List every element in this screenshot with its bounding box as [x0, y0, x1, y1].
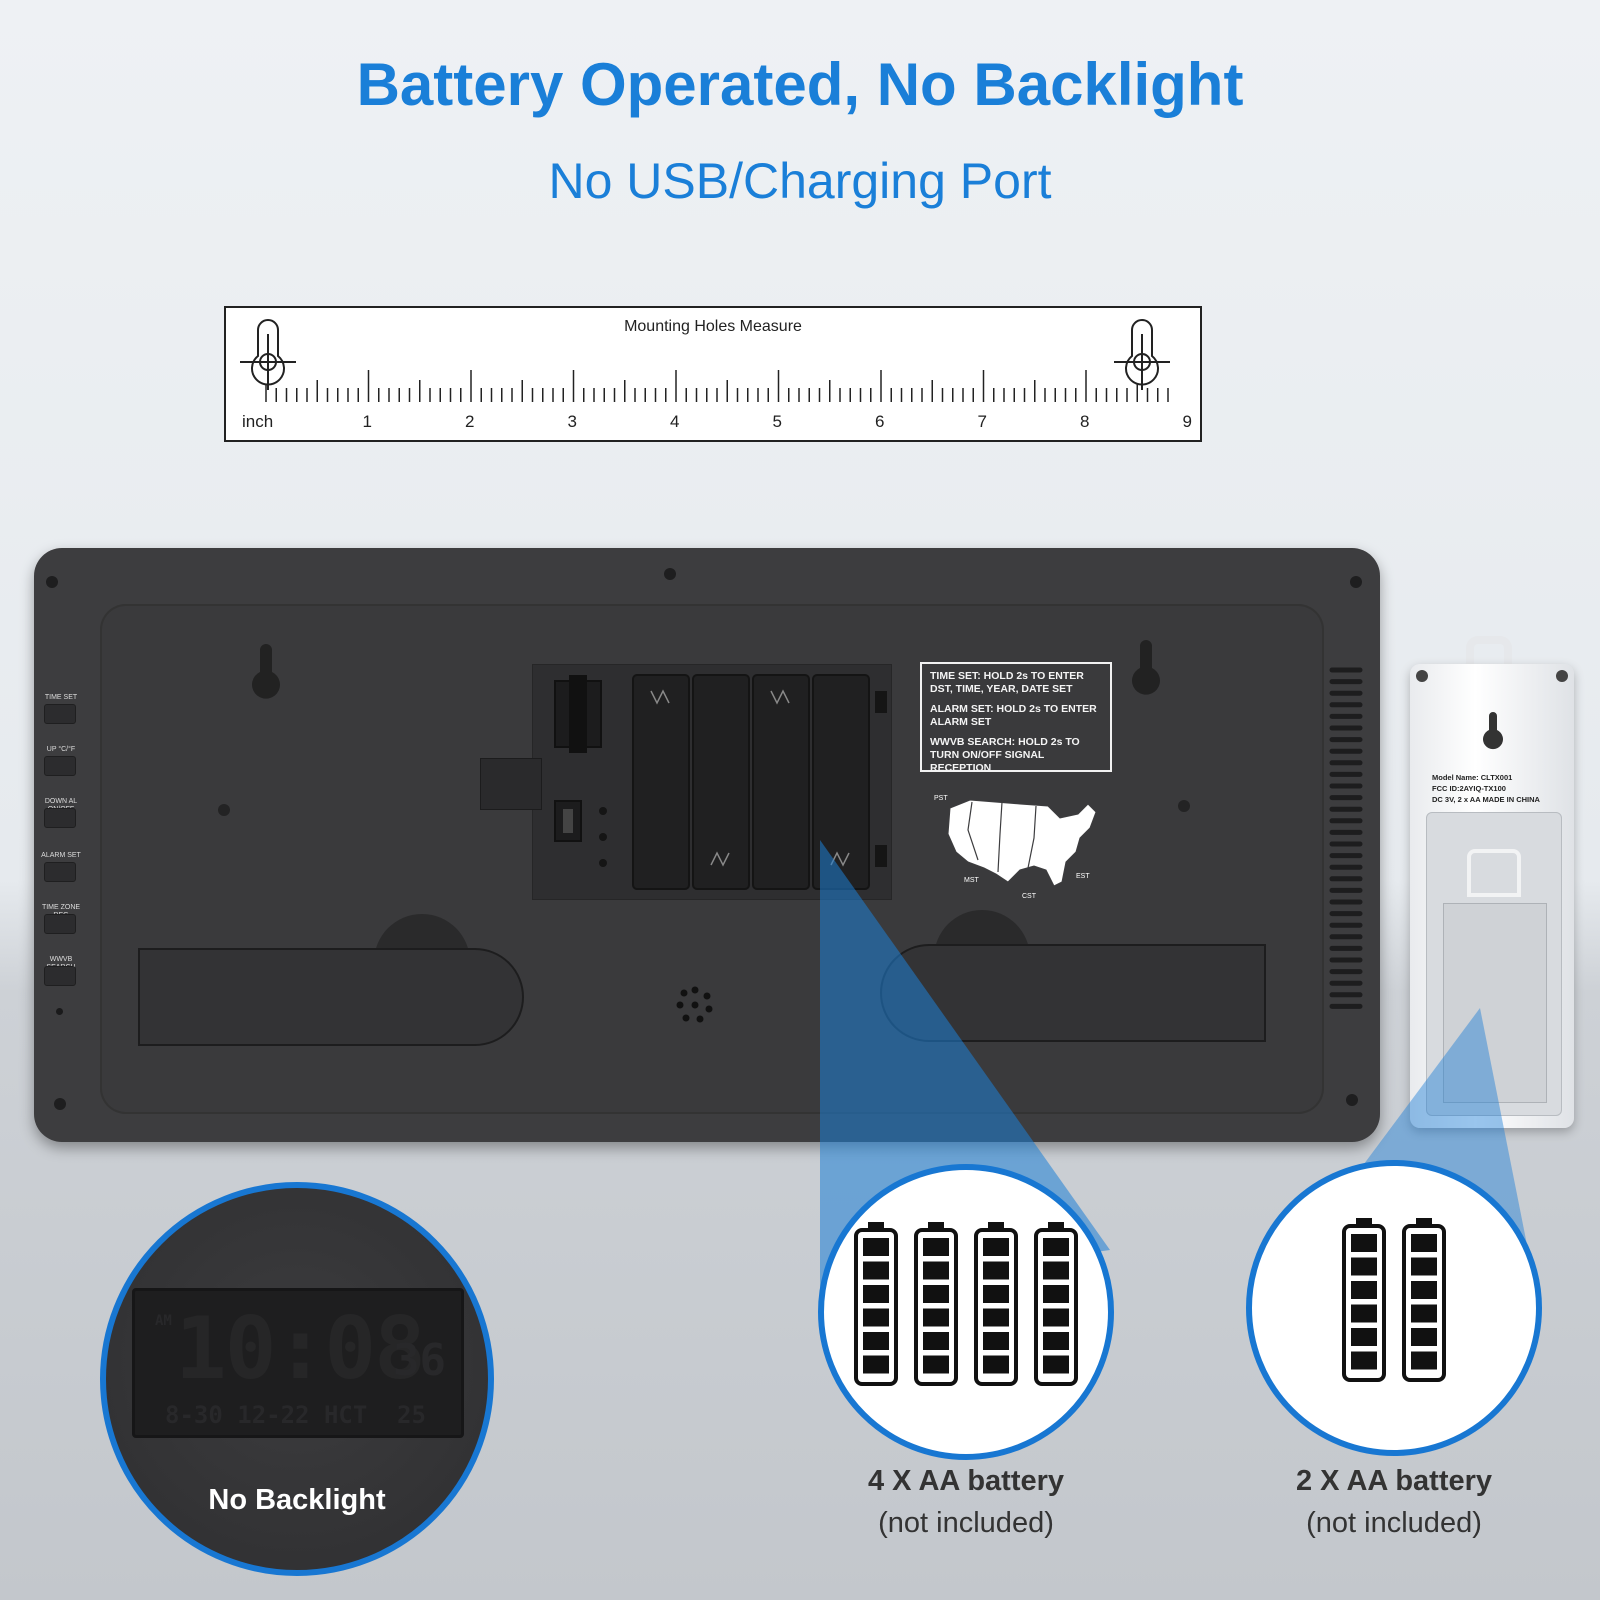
side-button[interactable] — [44, 808, 76, 828]
zone-label-mst: MST — [964, 877, 980, 884]
side-button[interactable] — [44, 862, 76, 882]
ruler-scale — [240, 319, 1170, 402]
side-button[interactable] — [44, 966, 76, 986]
sensor-fcc: FCC ID:2AYIQ-TX100 — [1432, 784, 1506, 793]
ruler-tick-label: 6 — [875, 412, 885, 431]
ruler-unit: inch — [242, 412, 274, 431]
side-button-label: TIME SET — [44, 694, 78, 701]
side-button[interactable] — [44, 756, 76, 776]
wall-keyhole-left-icon — [252, 644, 280, 699]
screw-icon — [1178, 800, 1190, 812]
no-backlight-label: No Backlight — [208, 1484, 386, 1516]
screw-icon — [46, 576, 58, 588]
button-instructions: TIME SET: HOLD 2s TO ENTER DST, TIME, YE… — [920, 662, 1112, 774]
kickstand-left[interactable] — [138, 948, 524, 1046]
us-timezone-map-icon: PST MST CST EST — [934, 795, 1097, 900]
sensor-battery-compartment — [1426, 812, 1562, 1116]
aa-battery-icon — [1034, 1222, 1078, 1386]
lcd-time: 10:08 — [175, 1299, 426, 1399]
side-button[interactable] — [44, 914, 76, 934]
keyhole-right-icon — [1114, 319, 1170, 390]
sensor-model: Model Name: CLTX001 — [1432, 773, 1513, 782]
ruler-tick-label: 3 — [567, 412, 577, 431]
screw-icon — [1416, 670, 1428, 682]
wall-keyhole-right-icon — [1132, 640, 1160, 695]
screw-icon — [1350, 576, 1362, 588]
screw-icon — [1346, 1094, 1358, 1106]
aa-battery-icon — [974, 1222, 1018, 1386]
lcd-am: AM — [155, 1313, 172, 1329]
kickstand-right[interactable] — [880, 944, 1266, 1042]
battery-2-icons — [1342, 1218, 1446, 1382]
remote-sensor — [1410, 664, 1574, 1128]
screw-icon — [54, 1098, 66, 1110]
ruler-tick-label: 4 — [670, 412, 680, 431]
ruler-tick-label: 7 — [977, 412, 987, 431]
aa-battery-icon — [914, 1222, 958, 1386]
battery-caption-2aa: 2 X AA battery (not included) — [1246, 1460, 1542, 1544]
mounting-ruler: Mounting Holes Measure inch 1 2 3 4 5 6 7 8 9 — [224, 306, 1202, 442]
lcd-display: AM 10:08 36 8-30 12-22 HCT 25 — [132, 1288, 464, 1438]
sensor-power: DC 3V, 2 x AA MADE IN CHINA — [1432, 795, 1540, 804]
headline-subtitle: No USB/Charging Port — [548, 153, 1052, 209]
screw-icon — [1556, 670, 1568, 682]
instruction-alarm-set: ALARM SET: HOLD 2s TO ENTER ALARM SET — [930, 703, 1097, 728]
battery-note-4aa: (not included) — [878, 1507, 1054, 1539]
keyhole-left-icon — [240, 319, 296, 390]
instruction-wwvb: WWVB SEARCH: HOLD 2s TO TURN ON/OFF SIGN… — [930, 736, 1080, 774]
aa-battery-icon — [854, 1222, 898, 1386]
aa-battery-icon — [1402, 1218, 1446, 1382]
zone-label-est: EST — [1076, 873, 1090, 880]
side-vent — [1329, 667, 1363, 1009]
screw-icon — [218, 804, 230, 816]
aa-battery-icon — [1342, 1218, 1386, 1382]
lcd-date: 8-30 12-22 HCT — [165, 1401, 368, 1429]
sensor-latch[interactable] — [1467, 849, 1521, 897]
ruler-tick-label: 1 — [362, 412, 372, 431]
side-button[interactable] — [44, 704, 76, 724]
instruction-time-set: TIME SET: HOLD 2s TO ENTER DST, TIME, YE… — [930, 670, 1084, 695]
sensor-keyhole-icon — [1483, 712, 1503, 750]
battery-label-4aa: 4 X AA battery — [867, 1465, 1065, 1497]
battery-callout-4aa — [818, 1164, 1114, 1460]
speaker-grille-icon — [676, 986, 713, 1023]
ruler-title: Mounting Holes Measure — [624, 318, 802, 335]
ruler-tick-label: 5 — [772, 412, 782, 431]
ruler-tick-label: 2 — [465, 412, 475, 431]
headline-title: Battery Operated, No Backlight — [356, 51, 1244, 118]
battery-slots — [554, 674, 887, 890]
battery-latch[interactable] — [480, 758, 542, 810]
zone-label-pst: PST — [934, 795, 948, 802]
battery-caption-4aa: 4 X AA battery (not included) — [818, 1460, 1114, 1544]
side-button-label: UP °C/°F — [46, 746, 76, 753]
ruler-tick-label: 8 — [1080, 412, 1090, 431]
battery-note-2aa: (not included) — [1306, 1507, 1482, 1539]
reset-hole-icon[interactable] — [56, 1008, 63, 1015]
sensor-battery-slot — [1443, 903, 1547, 1103]
battery-compartment — [532, 664, 892, 900]
ruler-tick-label: 9 — [1182, 412, 1192, 431]
sensor-label: Model Name: CLTX001 FCC ID:2AYIQ-TX100 D… — [1432, 772, 1540, 805]
sensor-hanging-hook — [1466, 636, 1512, 670]
screw-icon — [664, 568, 676, 580]
lcd-side-value: 36 — [393, 1335, 446, 1386]
battery-4-icons — [854, 1222, 1078, 1386]
battery-callout-2aa — [1246, 1160, 1542, 1456]
zone-label-cst: CST — [1022, 893, 1037, 900]
side-button-label: ALARM SET — [41, 852, 81, 859]
lcd-temp: 25 — [397, 1401, 426, 1429]
battery-label-2aa: 2 X AA battery — [1295, 1465, 1493, 1497]
